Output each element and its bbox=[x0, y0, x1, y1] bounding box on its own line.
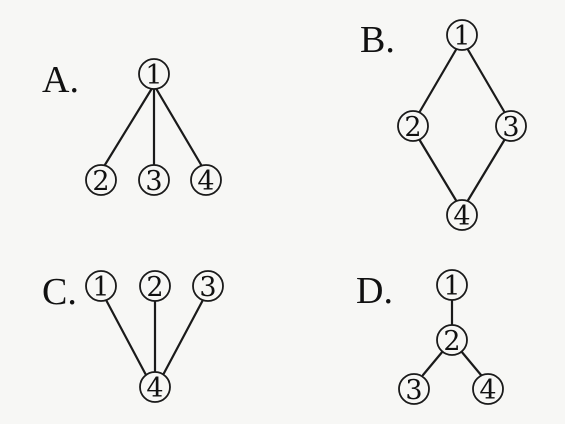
option-d-edge-2-3 bbox=[421, 349, 445, 377]
option-d-label: D. bbox=[356, 270, 393, 312]
option-a-node-3: 3 bbox=[138, 164, 170, 197]
option-a-node-1-label: 1 bbox=[145, 60, 162, 91]
option-d-node-1-label: 1 bbox=[443, 271, 460, 302]
option-d: D. 1 2 3 4 bbox=[356, 269, 504, 406]
option-d-node-4-label: 4 bbox=[479, 375, 496, 406]
option-a-node-2: 2 bbox=[85, 164, 117, 197]
option-a-node-3-label: 3 bbox=[145, 166, 162, 197]
option-d-node-1: 1 bbox=[436, 269, 468, 302]
option-c-node-2-label: 2 bbox=[146, 272, 163, 303]
option-a-edge-1-4 bbox=[152, 83, 205, 170]
option-b-node-3-label: 3 bbox=[502, 112, 519, 143]
option-a-node-2-label: 2 bbox=[92, 166, 109, 197]
option-a-label: A. bbox=[42, 59, 79, 101]
option-c-node-1-label: 1 bbox=[92, 272, 109, 303]
option-a-node-1: 1 bbox=[138, 58, 170, 91]
option-b-node-4-label: 4 bbox=[453, 201, 470, 232]
option-c: C. 1 2 3 4 bbox=[42, 270, 224, 404]
option-b-node-4: 4 bbox=[446, 199, 478, 232]
option-b-edge-2-4 bbox=[417, 137, 459, 204]
option-c-label: C. bbox=[42, 271, 77, 313]
option-c-node-1: 1 bbox=[85, 270, 117, 303]
option-a: A. 1 2 3 4 bbox=[42, 58, 222, 197]
option-c-node-4-label: 4 bbox=[146, 373, 163, 404]
option-b-node-1-label: 1 bbox=[453, 21, 470, 52]
option-b: B. 1 2 3 4 bbox=[360, 19, 527, 232]
option-a-node-4-label: 4 bbox=[197, 166, 214, 197]
option-c-node-2: 2 bbox=[139, 270, 171, 303]
option-c-node-4: 4 bbox=[139, 371, 171, 404]
option-a-node-4: 4 bbox=[190, 164, 222, 197]
option-b-edge-1-3 bbox=[465, 46, 507, 115]
option-b-label: B. bbox=[360, 19, 395, 61]
option-a-edge-1-2 bbox=[101, 83, 156, 170]
option-b-edge-3-4 bbox=[465, 137, 507, 204]
option-b-node-2-label: 2 bbox=[404, 112, 421, 143]
option-d-node-2: 2 bbox=[436, 324, 468, 357]
option-d-node-2-label: 2 bbox=[443, 326, 460, 357]
option-c-edge-1-4 bbox=[103, 296, 148, 377]
option-b-node-2: 2 bbox=[397, 110, 429, 143]
option-c-node-3: 3 bbox=[192, 270, 224, 303]
option-d-edge-2-4 bbox=[459, 349, 483, 377]
option-c-edge-3-4 bbox=[161, 296, 206, 377]
option-d-node-4: 4 bbox=[472, 373, 504, 406]
option-b-edge-1-2 bbox=[417, 46, 459, 115]
option-d-node-3-label: 3 bbox=[405, 375, 422, 406]
option-d-node-3: 3 bbox=[398, 373, 430, 406]
option-b-node-1: 1 bbox=[446, 19, 478, 52]
option-c-node-3-label: 3 bbox=[199, 272, 216, 303]
option-b-node-3: 3 bbox=[495, 110, 527, 143]
